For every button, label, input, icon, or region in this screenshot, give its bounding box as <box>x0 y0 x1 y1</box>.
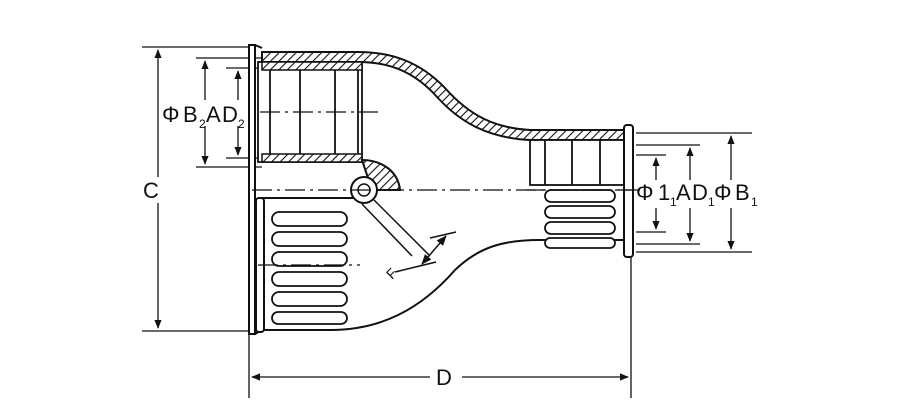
label-f: F <box>383 265 400 282</box>
label-d: D <box>436 365 452 390</box>
upper-socket-hatch-bottom <box>261 153 363 163</box>
svg-text:Φ: Φ <box>714 180 732 205</box>
flap-f <box>361 199 457 273</box>
label-phi-b2-ad2: Φ B 2 A D 2 <box>162 102 245 131</box>
dimension-c <box>142 46 256 332</box>
right-slots <box>544 189 616 249</box>
svg-text:1: 1 <box>708 195 715 209</box>
label-phi-1-ad1-phi-b1: Φ 1 1 A D 1 Φ B 1 <box>636 180 758 209</box>
svg-text:Φ: Φ <box>162 102 180 127</box>
svg-text:1: 1 <box>670 195 677 209</box>
svg-text:Φ: Φ <box>636 180 654 205</box>
svg-text:1: 1 <box>751 195 758 209</box>
centre-lines <box>252 111 640 266</box>
lower-left-slots <box>271 211 348 325</box>
lower-body <box>261 200 624 331</box>
right-flange <box>623 124 634 258</box>
dimension-d <box>248 250 632 398</box>
svg-text:D: D <box>692 180 708 205</box>
svg-text:2: 2 <box>238 117 245 131</box>
label-c: C <box>143 178 159 203</box>
svg-text:A: A <box>206 102 221 127</box>
svg-text:B: B <box>183 102 198 127</box>
right-socket <box>529 139 629 186</box>
svg-text:2: 2 <box>199 117 206 131</box>
dimension-right <box>636 132 752 253</box>
svg-text:D: D <box>222 102 238 127</box>
svg-text:A: A <box>676 180 691 205</box>
svg-text:1: 1 <box>658 180 670 205</box>
svg-text:B: B <box>735 180 750 205</box>
upper-socket-hatch-top <box>261 61 363 71</box>
